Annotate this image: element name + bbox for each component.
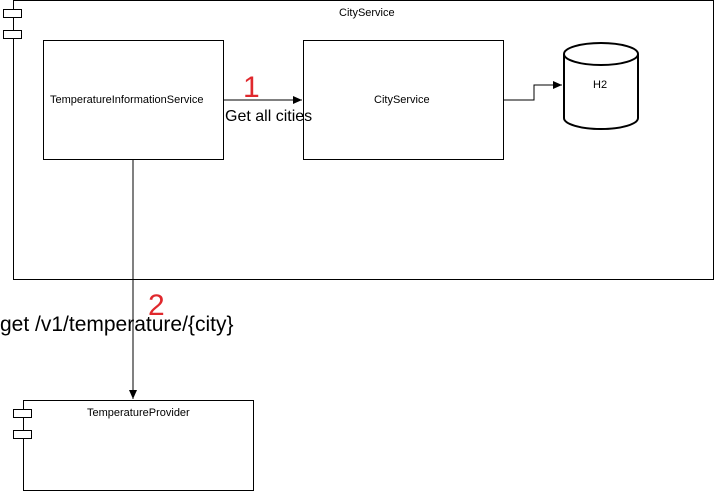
step-2-number: 2: [148, 289, 165, 322]
h2-database-icon[interactable]: [563, 42, 639, 130]
h2-database-label: H2: [593, 79, 608, 91]
component-tab-icon: [13, 409, 32, 418]
component-tab-icon: [3, 30, 22, 39]
city-service-box[interactable]: [303, 40, 504, 160]
temperature-information-service-box[interactable]: [43, 40, 224, 160]
step-1-number: 1: [243, 71, 260, 104]
component-tab-icon: [13, 430, 32, 439]
city-service-component-title: CityService: [339, 7, 395, 19]
city-service-to-h2-arrow: [504, 81, 562, 101]
temperature-provider-component[interactable]: [23, 400, 254, 491]
get-all-cities-label: Get all cities: [225, 108, 313, 125]
temperature-information-service-label: TemperatureInformationService: [50, 94, 204, 106]
city-service-label: CityService: [374, 94, 430, 106]
get-temperature-label: get /v1/temperature/{city}: [0, 313, 234, 336]
component-tab-icon: [3, 9, 22, 18]
temperature-provider-title: TemperatureProvider: [87, 407, 190, 419]
